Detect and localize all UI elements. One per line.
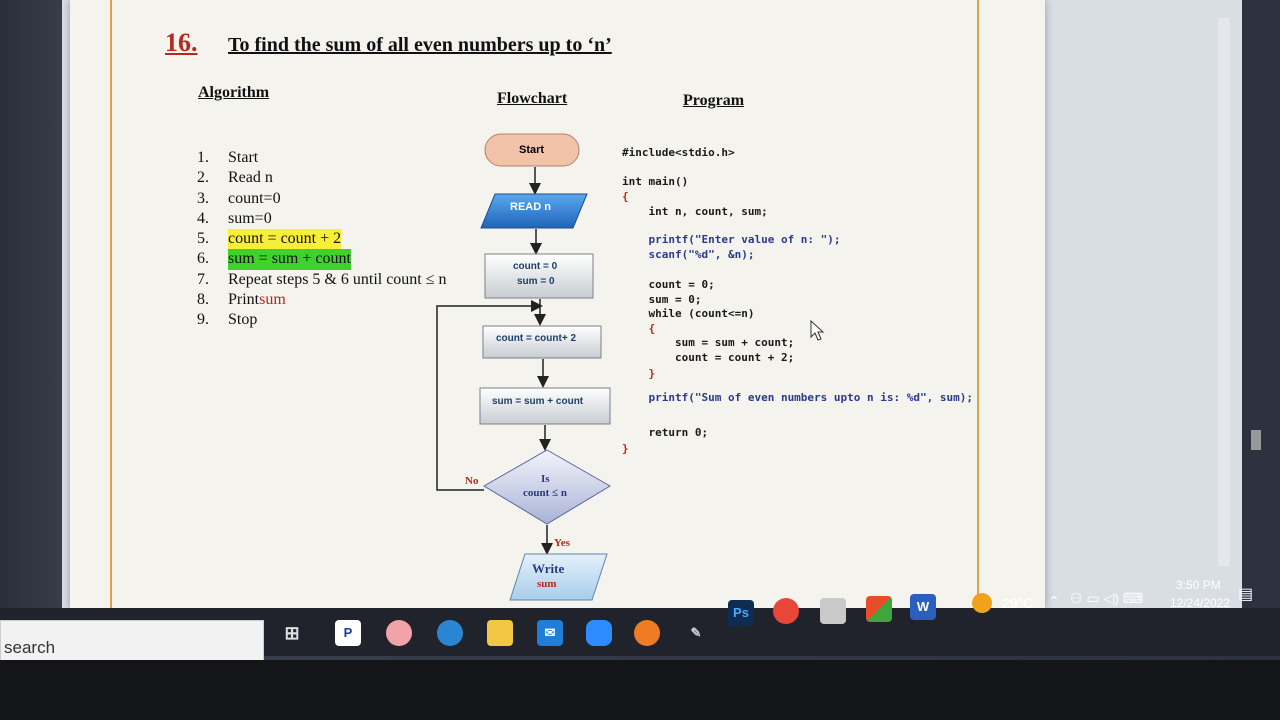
store-icon[interactable] <box>820 598 846 624</box>
code-line: return 0; <box>622 426 709 439</box>
clock-time[interactable]: 3:50 PM <box>1176 578 1221 592</box>
algorithm-step: 4.sum=0 <box>197 209 272 227</box>
code-line: count = 0; <box>622 278 715 291</box>
flow-loop-arrow <box>436 300 543 491</box>
problem-number: 16. <box>165 28 198 57</box>
heading-program: Program <box>683 92 745 109</box>
heading-algorithm: Algorithm <box>198 84 270 101</box>
flow-start-terminal <box>484 133 580 167</box>
code-line: } <box>622 442 629 455</box>
search-input[interactable]: search <box>0 620 264 662</box>
temperature-label[interactable]: 29°C <box>1002 595 1034 611</box>
flow-count-process <box>482 325 602 359</box>
flow-sum-process <box>479 387 611 425</box>
flow-init-label-1: count = 0 <box>513 261 558 272</box>
zoom-icon[interactable] <box>586 620 612 646</box>
p-app-icon[interactable]: P <box>335 620 361 646</box>
firefox-icon[interactable] <box>634 620 660 646</box>
mail-icon[interactable]: ✉ <box>537 620 563 646</box>
flow-sum-label: sum = sum + count <box>492 396 584 407</box>
document-page: 16. To find the sum of all even numbers … <box>70 0 1045 610</box>
notification-icon[interactable]: ▤ <box>1238 586 1254 603</box>
algorithm-step: 7.Repeat steps 5 & 6 until count ≤ n <box>197 270 447 288</box>
code-line: } <box>622 367 656 380</box>
page-margin-line-right <box>977 0 979 610</box>
app-icon[interactable] <box>386 620 412 646</box>
code-line: { <box>622 190 629 203</box>
algorithm-list: 1.Start 2.Read n 3.count=0 4.sum=0 5.cou… <box>197 148 447 331</box>
task-view-icon[interactable]: ⊞ <box>284 623 300 643</box>
app-icon-2[interactable]: ✎ <box>690 625 702 640</box>
algorithm-step: 3.count=0 <box>197 189 281 207</box>
code-line: sum = sum + count; <box>622 336 795 349</box>
flowchart <box>436 133 611 601</box>
system-tray-icons[interactable]: ⚇ ▭ ◁) ⌨ <box>1070 590 1144 606</box>
code-line: int n, count, sum; <box>622 205 768 218</box>
algorithm-step: 5.count = count + 2 <box>197 229 447 250</box>
word-icon[interactable]: W <box>910 594 936 620</box>
office-icon[interactable] <box>866 596 892 622</box>
code-line: { <box>622 322 656 335</box>
chevron-up-icon[interactable]: ⌃ <box>1048 593 1060 609</box>
flow-read-label: READ n <box>510 201 551 213</box>
edge-icon[interactable] <box>437 620 463 646</box>
code-line: count = count + 2; <box>622 351 795 364</box>
file-explorer-icon[interactable] <box>487 620 513 646</box>
laptop-bezel <box>0 660 1280 720</box>
flow-init-label-2: sum = 0 <box>517 276 555 287</box>
code-line: while (count<=n) <box>622 307 755 320</box>
code-line: sum = 0; <box>622 293 702 306</box>
flow-count-label: count = count+ 2 <box>496 333 577 344</box>
clock-date[interactable]: 12/24/2022 <box>1170 596 1231 610</box>
code-line: int main() <box>622 175 689 188</box>
page-margin-line-left <box>110 0 112 610</box>
flow-decision <box>483 449 611 525</box>
code-line: printf("Sum of even numbers upto n is: %… <box>622 391 973 404</box>
photoshop-icon[interactable]: Ps <box>728 600 754 626</box>
chrome-icon[interactable] <box>773 598 799 624</box>
flow-decision-label-2: count ≤ n <box>523 487 567 499</box>
algorithm-step: 9.Stop <box>197 311 258 329</box>
flow-yes-label: Yes <box>554 537 570 549</box>
flow-write-label-2: sum <box>537 578 557 590</box>
flow-write-label-1: Write <box>532 561 565 576</box>
flow-read-io <box>480 193 588 229</box>
algorithm-step: 8.Print sum <box>197 291 286 309</box>
mouse-cursor-icon <box>810 320 825 341</box>
algorithm-step: 1.Start <box>197 149 259 166</box>
scrollbar-thumb[interactable] <box>1251 430 1261 450</box>
heading-flowchart: Flowchart <box>497 90 568 107</box>
scrollbar-track[interactable] <box>1218 18 1230 566</box>
code-line: printf("Enter value of n: "); <box>622 233 841 246</box>
algorithm-step: 2.Read n <box>197 169 273 187</box>
problem-title: To find the sum of all even numbers up t… <box>228 34 612 56</box>
flow-no-label: No <box>465 475 479 487</box>
code-line: #include<stdio.h> <box>622 146 735 159</box>
flow-write-io <box>509 553 608 601</box>
flow-start-label: Start <box>519 144 545 156</box>
code-line: scanf("%d", &n); <box>622 248 755 261</box>
flow-init-process <box>484 253 594 299</box>
weather-icon[interactable] <box>972 593 992 613</box>
algorithm-step: 6.sum = sum + count <box>197 249 447 270</box>
flow-decision-label-1: Is <box>541 473 550 485</box>
